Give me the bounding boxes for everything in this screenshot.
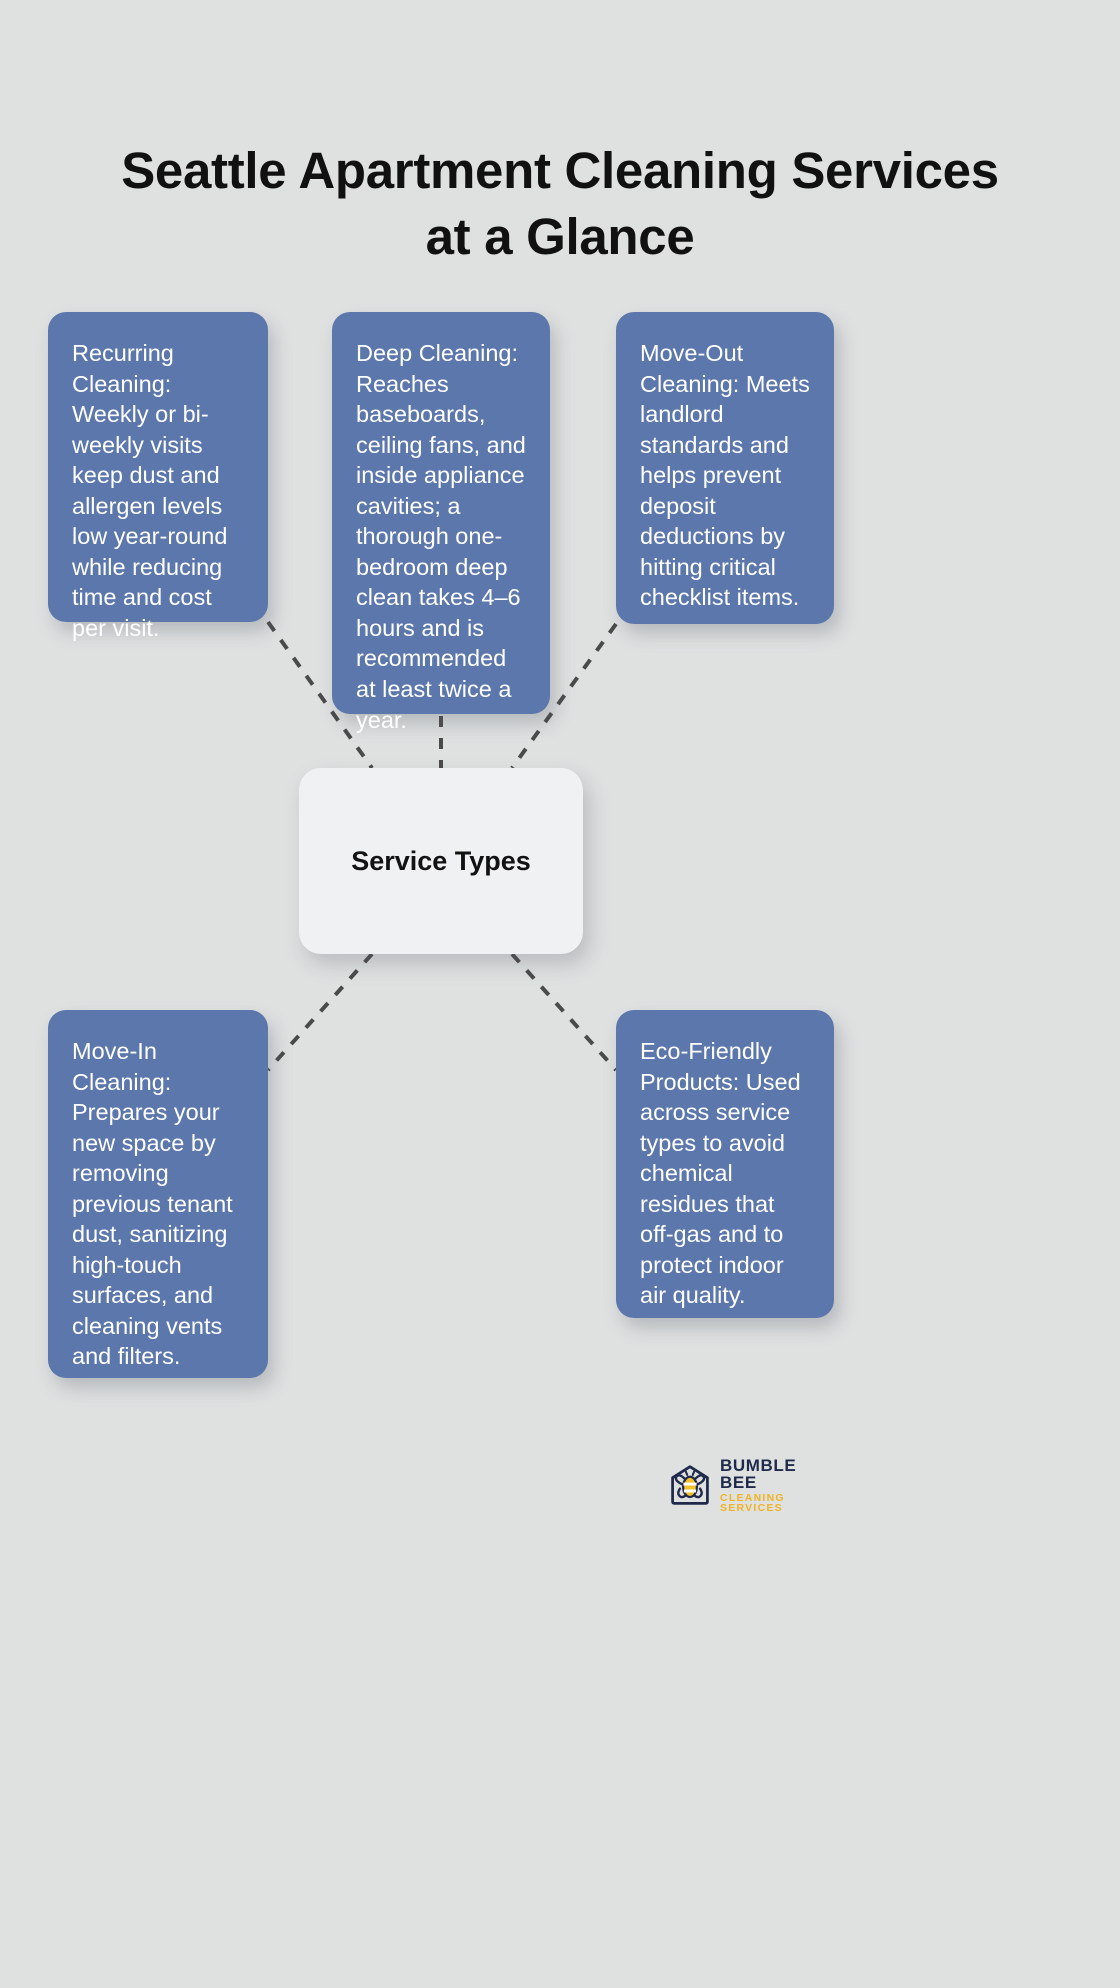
page-title: Seattle Apartment Cleaning Services at a… <box>121 142 999 266</box>
card-move-out-cleaning-text: Move-Out Cleaning: Meets landlord standa… <box>640 340 817 611</box>
logo-tagline: CLEANING SERVICES <box>720 1491 785 1514</box>
center-node-label: Service Types <box>351 845 531 876</box>
card-move-in-cleaning[interactable]: Move-In Cleaning: Prepares your new spac… <box>48 1010 268 1378</box>
card-eco-friendly-products[interactable]: Eco-Friendly Products: Used across servi… <box>616 1010 834 1318</box>
card-move-in-cleaning-text: Move-In Cleaning: Prepares your new spac… <box>72 1038 240 1370</box>
bee-house-icon <box>671 1465 709 1505</box>
card-recurring-cleaning[interactable]: Recurring Cleaning: Weekly or bi-weekly … <box>48 312 268 641</box>
center-node-service-types[interactable]: Service Types <box>299 768 583 954</box>
connector-eco <box>510 952 618 1072</box>
connector-movein <box>266 952 374 1072</box>
card-deep-cleaning-text: Deep Cleaning: Reaches baseboards, ceili… <box>356 340 533 733</box>
card-eco-friendly-products-text: Eco-Friendly Products: Used across servi… <box>640 1038 808 1309</box>
brand-logo: BUMBLE BEE CLEANING SERVICES <box>668 1457 838 1513</box>
card-recurring-cleaning-text: Recurring Cleaning: Weekly or bi-weekly … <box>72 340 234 641</box>
card-deep-cleaning[interactable]: Deep Cleaning: Reaches baseboards, ceili… <box>332 312 550 733</box>
logo-wordmark: BUMBLE BEE CLEANING SERVICES <box>720 1457 838 1514</box>
logo-name: BUMBLE BEE <box>720 1455 797 1492</box>
card-move-out-cleaning[interactable]: Move-Out Cleaning: Meets landlord standa… <box>616 312 834 624</box>
